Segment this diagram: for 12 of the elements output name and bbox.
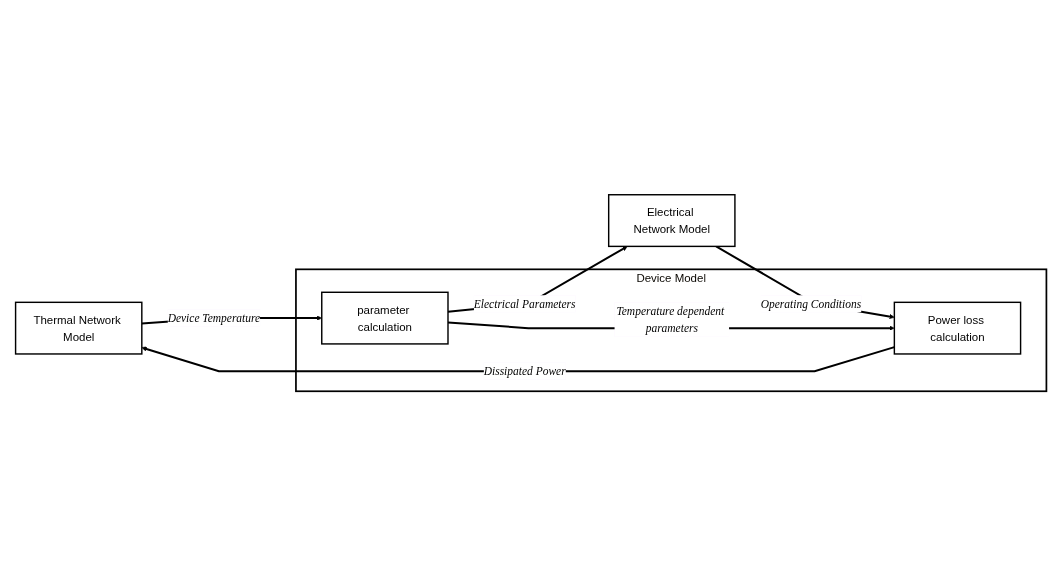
edge-label: Dissipated Power <box>483 364 566 378</box>
edge-label: Operating Conditions <box>760 297 862 311</box>
node-box: parameter calculation <box>321 291 449 345</box>
edge-label: Device Temperature <box>167 311 261 325</box>
arrow <box>447 246 628 313</box>
node-box: Electrical Network Model <box>607 194 736 248</box>
arrow <box>141 346 895 373</box>
arrow <box>715 245 895 320</box>
node-box: Thermal Network Model <box>14 301 143 355</box>
edge-label: Temperature dependent parameters <box>616 304 725 335</box>
edge-label: Electrical Parameters <box>473 297 576 311</box>
node-box: Power loss calculation <box>893 301 1022 355</box>
